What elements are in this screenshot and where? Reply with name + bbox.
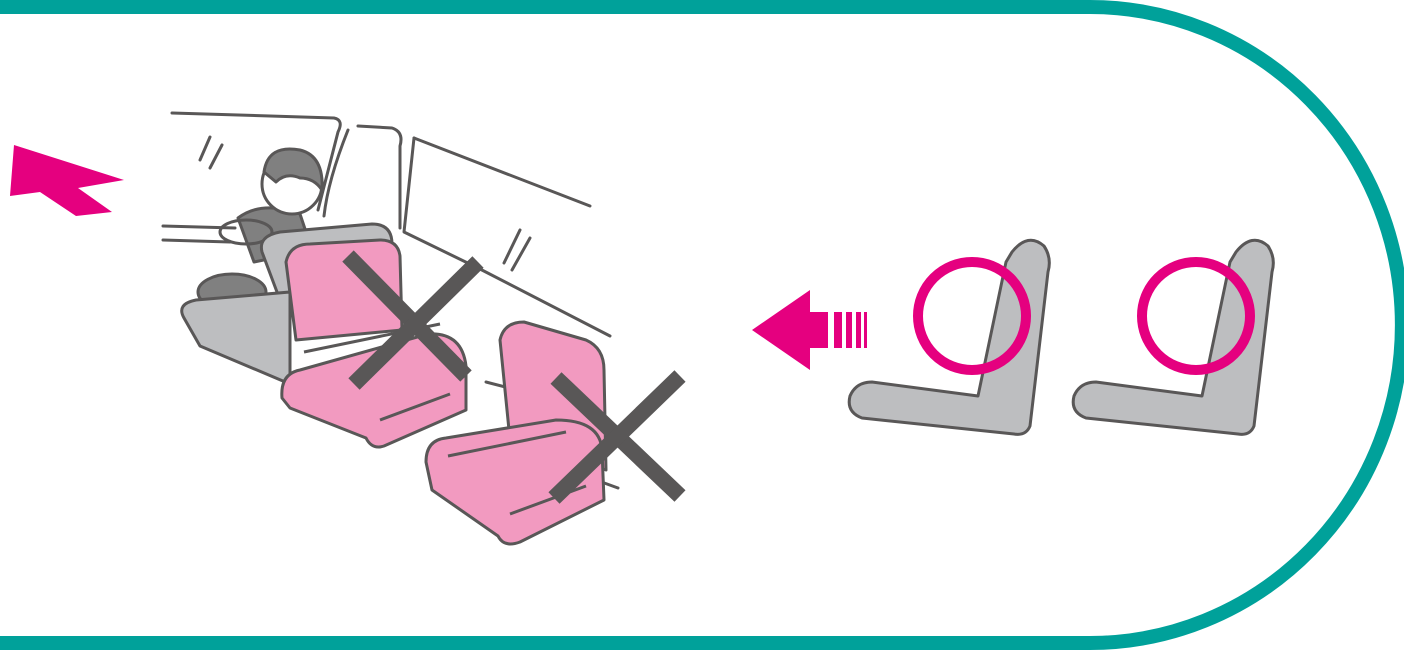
arrow-left-icon <box>752 290 867 370</box>
travel-direction-arrow-icon <box>10 145 124 216</box>
